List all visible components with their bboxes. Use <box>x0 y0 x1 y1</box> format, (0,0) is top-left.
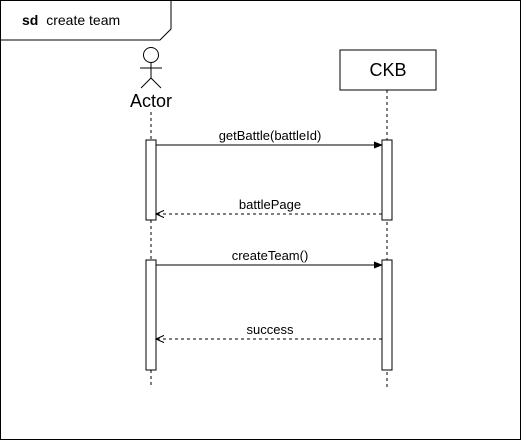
system-participant-box <box>339 49 437 91</box>
message-label-battlepage: battlePage <box>239 197 301 212</box>
actor-head <box>143 47 159 63</box>
actor-figure <box>140 47 162 89</box>
frame-label: sd create team <box>22 12 120 28</box>
actor-activation-bar <box>145 139 157 221</box>
frame-label-tab <box>0 0 172 41</box>
message-label-getbattle: getBattle(battleId) <box>219 128 322 143</box>
message-label-success: success <box>247 322 294 337</box>
system-activation-bar <box>381 259 393 371</box>
actor-label: Actor <box>130 91 172 111</box>
system-activation-bar <box>381 139 393 221</box>
system-participant-label: CKB <box>369 60 406 80</box>
actor-activation-bar <box>145 259 157 371</box>
frame-keyword: sd <box>22 12 38 28</box>
message-label-createteam: createTeam() <box>232 248 309 263</box>
frame-title: create team <box>46 12 120 28</box>
